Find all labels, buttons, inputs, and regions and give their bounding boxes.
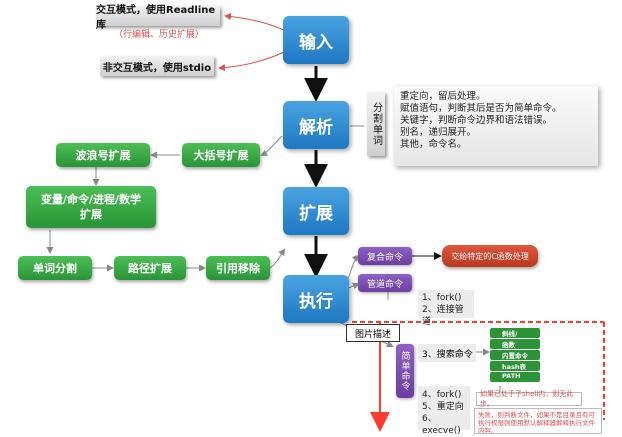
search-item: PATH — [490, 372, 540, 382]
callout-line: 关键字，判断命令边界和语法错误。 — [400, 115, 553, 126]
search-command-step: 3、搜索命令 — [418, 344, 476, 362]
brace-expansion: 大括号扩展 — [182, 143, 260, 167]
search-item-label: PATH — [502, 372, 521, 380]
callout-line: 赋值语句，判断其后是否为简单命令。 — [400, 103, 562, 114]
compound-handler: 交给特定的C函数处理 — [442, 245, 538, 267]
split-words-label: 分割单词 — [367, 92, 385, 156]
pipeline-steps: 1、fork() 2、连接管道 — [418, 290, 474, 327]
var-cmd-proc-math-expansion: 变量/命令/进程/数学扩展 — [26, 186, 156, 228]
step-input: 输入 — [283, 16, 349, 64]
callout-line: 别名，递归展开。 — [400, 127, 477, 138]
quote-removal: 引用移除 — [206, 256, 270, 280]
exec-step: 6、execve() — [422, 414, 461, 436]
noninteractive-mode-note: 非交互模式，使用stdio — [100, 56, 214, 76]
search-item: hash表 — [490, 361, 540, 371]
step-exec: 执行 — [283, 275, 349, 323]
word-splitting: 单词分割 — [18, 256, 92, 280]
image-caption-box: 图片描述 — [346, 324, 400, 342]
search-item-label: 函数 — [502, 341, 515, 349]
search-item-label: 内置命令 — [502, 352, 528, 360]
compound-command: 复合命令 — [358, 247, 412, 265]
search-item: 函数 — [490, 339, 540, 349]
exec-steps: 4、fork() 5、重定向 6、execve() — [418, 386, 470, 436]
callout-line: 其他，命令名。 — [400, 139, 467, 150]
pipeline-step: 1、fork() — [422, 293, 462, 303]
tilde-expansion: 波浪号扩展 — [56, 143, 150, 167]
search-item: 斜线/ — [490, 328, 540, 338]
search-order-list: 斜线/ 函数 内置命令 hash表 PATH — [490, 328, 540, 386]
exec-step: 5、重定向 — [422, 402, 464, 412]
interactive-mode-note: 交互模式，使用Readline库 — [96, 5, 220, 31]
pipeline-command: 管道命令 — [358, 274, 412, 292]
execve-failure-note: 失败，则判断文件，如果不是目录且有可执行权限则使用默认解释器解释执行文件内容。 — [474, 408, 602, 434]
step-expand: 扩展 — [283, 187, 349, 235]
simple-command: 简单命令 — [396, 344, 414, 398]
interactive-mode-subnote: （行编辑、历史扩展） — [113, 30, 204, 40]
pipeline-step: 2、连接管道 — [422, 305, 464, 327]
exec-step: 4、fork() — [422, 390, 462, 400]
pathname-expansion: 路径扩展 — [114, 256, 186, 280]
search-item-label: 斜线/ — [502, 330, 518, 338]
parse-callout: 重定向，留后处理。 赋值语句，判断其后是否为简单命令。 关键字，判断命令边界和语… — [394, 86, 598, 166]
search-item: 内置命令 — [490, 350, 540, 360]
step-parse: 解析 — [283, 101, 349, 149]
callout-line: 重定向，留后处理。 — [400, 91, 486, 102]
search-item-label: hash表 — [502, 363, 527, 371]
subshell-note: 如果已处于子shell内，则无此步。 — [476, 390, 582, 408]
